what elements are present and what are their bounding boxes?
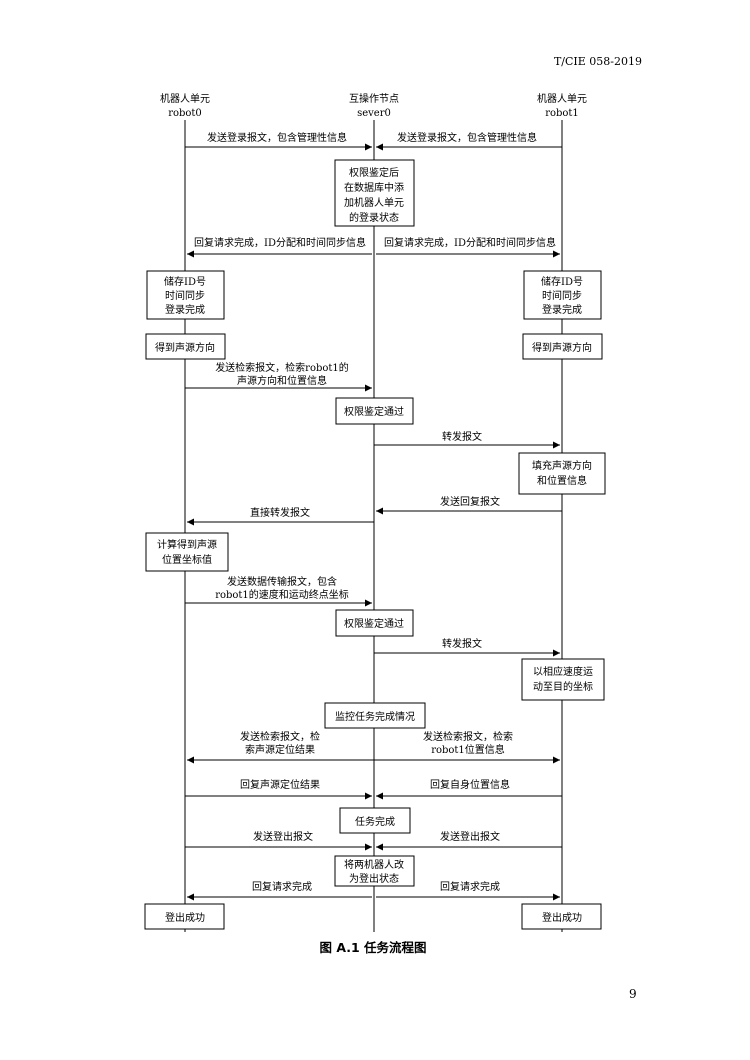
box-sound-left-text: 得到声源方向 — [155, 341, 215, 354]
box-calc-coord-line1: 计算得到声源 — [157, 538, 217, 551]
msg-reply-id-left-label: 回复请求完成，ID分配和时间同步信息 — [194, 236, 366, 249]
box-calc-coord — [145, 532, 229, 572]
msg-search-result-left-label-1: 发送检索报文，检 — [240, 730, 320, 743]
lifeline-left-name: 机器人单元 — [160, 92, 210, 105]
msg-data-transfer-label-1: 发送数据传输报文，包含 — [227, 575, 337, 588]
lifeline-center-name: 互操作节点 — [349, 92, 399, 105]
box-monitor-text: 监控任务完成情况 — [335, 710, 415, 723]
lifeline-center-id: sever0 — [357, 108, 391, 119]
box-fill-info-line2: 和位置信息 — [537, 474, 587, 487]
msg-forward-2-label: 转发报文 — [442, 637, 482, 650]
box-store-right-line1: 储存ID号 — [541, 275, 583, 288]
box-auth-login-line2: 在数据库中添 — [344, 181, 404, 194]
msg-reply-sound-label: 回复声源定位结果 — [240, 778, 320, 791]
msg-logout-right-label: 发送登出报文 — [440, 830, 500, 843]
lifeline-right-name: 机器人单元 — [537, 92, 587, 105]
msg-login-left-label: 发送登录报文，包含管理性信息 — [207, 131, 347, 144]
box-logout-right-text: 登出成功 — [542, 911, 582, 924]
box-logout-state-line2: 为登出状态 — [349, 872, 399, 885]
msg-login-right-label: 发送登录报文，包含管理性信息 — [397, 131, 537, 144]
box-task-done-text: 任务完成 — [355, 815, 395, 828]
box-store-right — [523, 270, 602, 320]
msg-search-result-right-label-2: robot1位置信息 — [431, 743, 505, 756]
lifeline-left-id: robot0 — [168, 108, 202, 119]
box-auth-pass-1 — [335, 397, 414, 425]
box-logout-state — [334, 855, 415, 887]
msg-logout-left-label: 发送登出报文 — [253, 830, 313, 843]
box-auth-login-line3: 加机器人单元 — [344, 196, 404, 209]
box-auth-pass-2-text: 权限鉴定通过 — [344, 617, 404, 630]
msg-search-result-left-label-2: 索声源定位结果 — [245, 743, 315, 756]
box-calc-coord-line2: 位置坐标值 — [162, 553, 212, 566]
box-monitor — [324, 702, 426, 729]
msg-data-transfer-label-2: robot1的速度和运动终点坐标 — [215, 588, 349, 601]
msg-reply-complete-left-label: 回复请求完成 — [252, 880, 312, 893]
box-auth-login-line1: 权限鉴定后 — [349, 166, 399, 179]
box-auth-pass-1-text: 权限鉴定通过 — [344, 405, 404, 418]
box-task-done — [339, 807, 411, 834]
box-store-left-line1: 储存ID号 — [164, 275, 206, 288]
figure-caption: 图 A.1 任务流程图 — [319, 940, 426, 955]
msg-search-label-1: 发送检索报文，检索robot1的 — [215, 361, 349, 374]
box-move-target-line2: 动至目的坐标 — [533, 680, 593, 693]
box-auth-login — [334, 159, 415, 227]
msg-search-label-2: 声源方向和位置信息 — [237, 374, 327, 387]
box-logout-right — [521, 903, 602, 930]
box-store-left — [146, 270, 225, 320]
box-logout-left-text: 登出成功 — [165, 911, 205, 924]
box-store-right-line3: 登录完成 — [542, 303, 582, 316]
box-store-right-line2: 时间同步 — [542, 289, 582, 302]
box-fill-info — [518, 452, 606, 495]
lifeline-right-id: robot1 — [545, 108, 579, 119]
box-auth-login-line4: 的登录状态 — [349, 211, 399, 224]
box-store-left-line2: 时间同步 — [165, 289, 205, 302]
msg-reply-label: 发送回复报文 — [440, 495, 500, 508]
box-sound-right — [522, 333, 603, 360]
msg-reply-complete-right-label: 回复请求完成 — [440, 880, 500, 893]
msg-search-result-right-label-1: 发送检索报文，检索 — [423, 730, 513, 743]
box-logout-state-line1: 将两机器人改 — [344, 858, 404, 871]
box-move-target-line1: 以相应速度运 — [533, 665, 593, 678]
msg-forward-1-label: 转发报文 — [442, 430, 482, 443]
box-sound-left — [145, 333, 226, 360]
box-store-left-line3: 登录完成 — [165, 303, 205, 316]
page-number: 9 — [629, 987, 637, 1001]
box-logout-left — [144, 903, 225, 930]
box-fill-info-line1: 填充声源方向 — [532, 459, 592, 472]
msg-direct-forward-label: 直接转发报文 — [250, 506, 310, 519]
msg-reply-id-right-label: 回复请求完成，ID分配和时间同步信息 — [384, 236, 556, 249]
box-move-target — [521, 658, 605, 701]
msg-reply-position-label: 回复自身位置信息 — [430, 778, 510, 791]
box-auth-pass-2 — [335, 609, 414, 637]
document-number: T/CIE 058-2019 — [553, 55, 642, 68]
box-sound-right-text: 得到声源方向 — [532, 341, 592, 354]
